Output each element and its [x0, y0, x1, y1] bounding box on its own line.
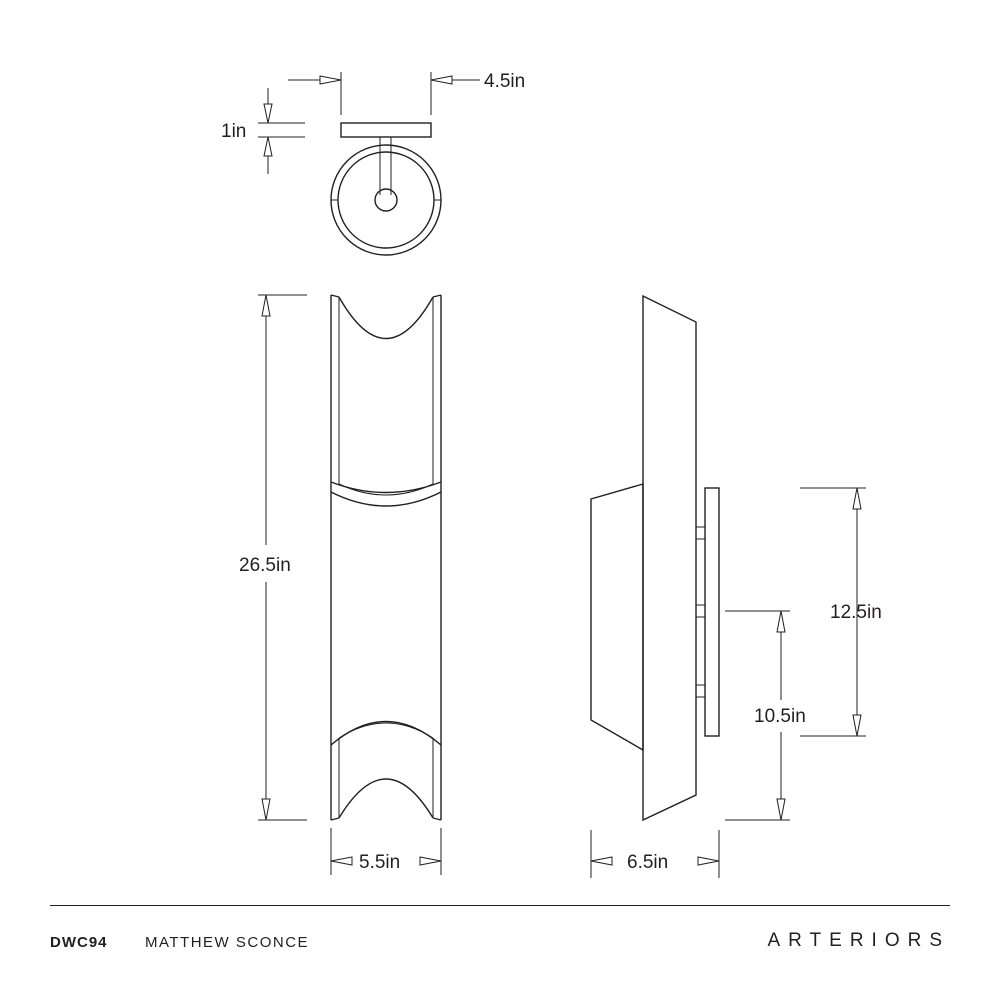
front-view: 26.5in 5.5in — [239, 294, 442, 875]
arrow — [776, 610, 786, 633]
arrow — [697, 856, 720, 866]
arrow — [852, 714, 862, 737]
front-bottom-scoop — [338, 778, 434, 819]
side-shade — [642, 294, 697, 822]
arrow — [776, 798, 786, 821]
arrow — [263, 136, 273, 157]
dim-backplate-height: 12.5in — [830, 602, 882, 623]
arrow — [261, 798, 271, 821]
dim-depth: 6.5in — [627, 852, 668, 873]
arrow — [263, 103, 273, 124]
arrow — [590, 856, 613, 866]
front-top-scoop — [338, 296, 434, 339]
dim-front-width: 5.5in — [359, 852, 400, 873]
side-diffuser — [590, 483, 644, 752]
dim-top-width: 4.5in — [484, 71, 525, 92]
brand-logo: ARTERIORS — [767, 930, 950, 951]
footer-divider — [50, 905, 950, 906]
arrow — [319, 75, 342, 85]
side-view: 6.5in 12.5in 10.5in — [590, 294, 882, 878]
side-backplate — [704, 487, 720, 737]
dim-center-height: 10.5in — [754, 706, 806, 727]
dim-plate-thickness: 1in — [221, 121, 246, 142]
top-inner-ring — [337, 151, 435, 249]
arrow — [261, 294, 271, 317]
product-name: MATTHEW SCONCE — [145, 934, 310, 951]
arrow — [430, 75, 453, 85]
top-backplate — [340, 122, 432, 138]
arrow — [852, 487, 862, 510]
arrow — [419, 856, 442, 866]
dim-height: 26.5in — [239, 555, 291, 576]
top-socket — [374, 188, 398, 212]
product-code: DWC94 — [50, 934, 108, 951]
top-outer-ring — [330, 144, 442, 256]
arrow — [330, 856, 353, 866]
top-view: 4.5in 1in — [221, 71, 525, 256]
